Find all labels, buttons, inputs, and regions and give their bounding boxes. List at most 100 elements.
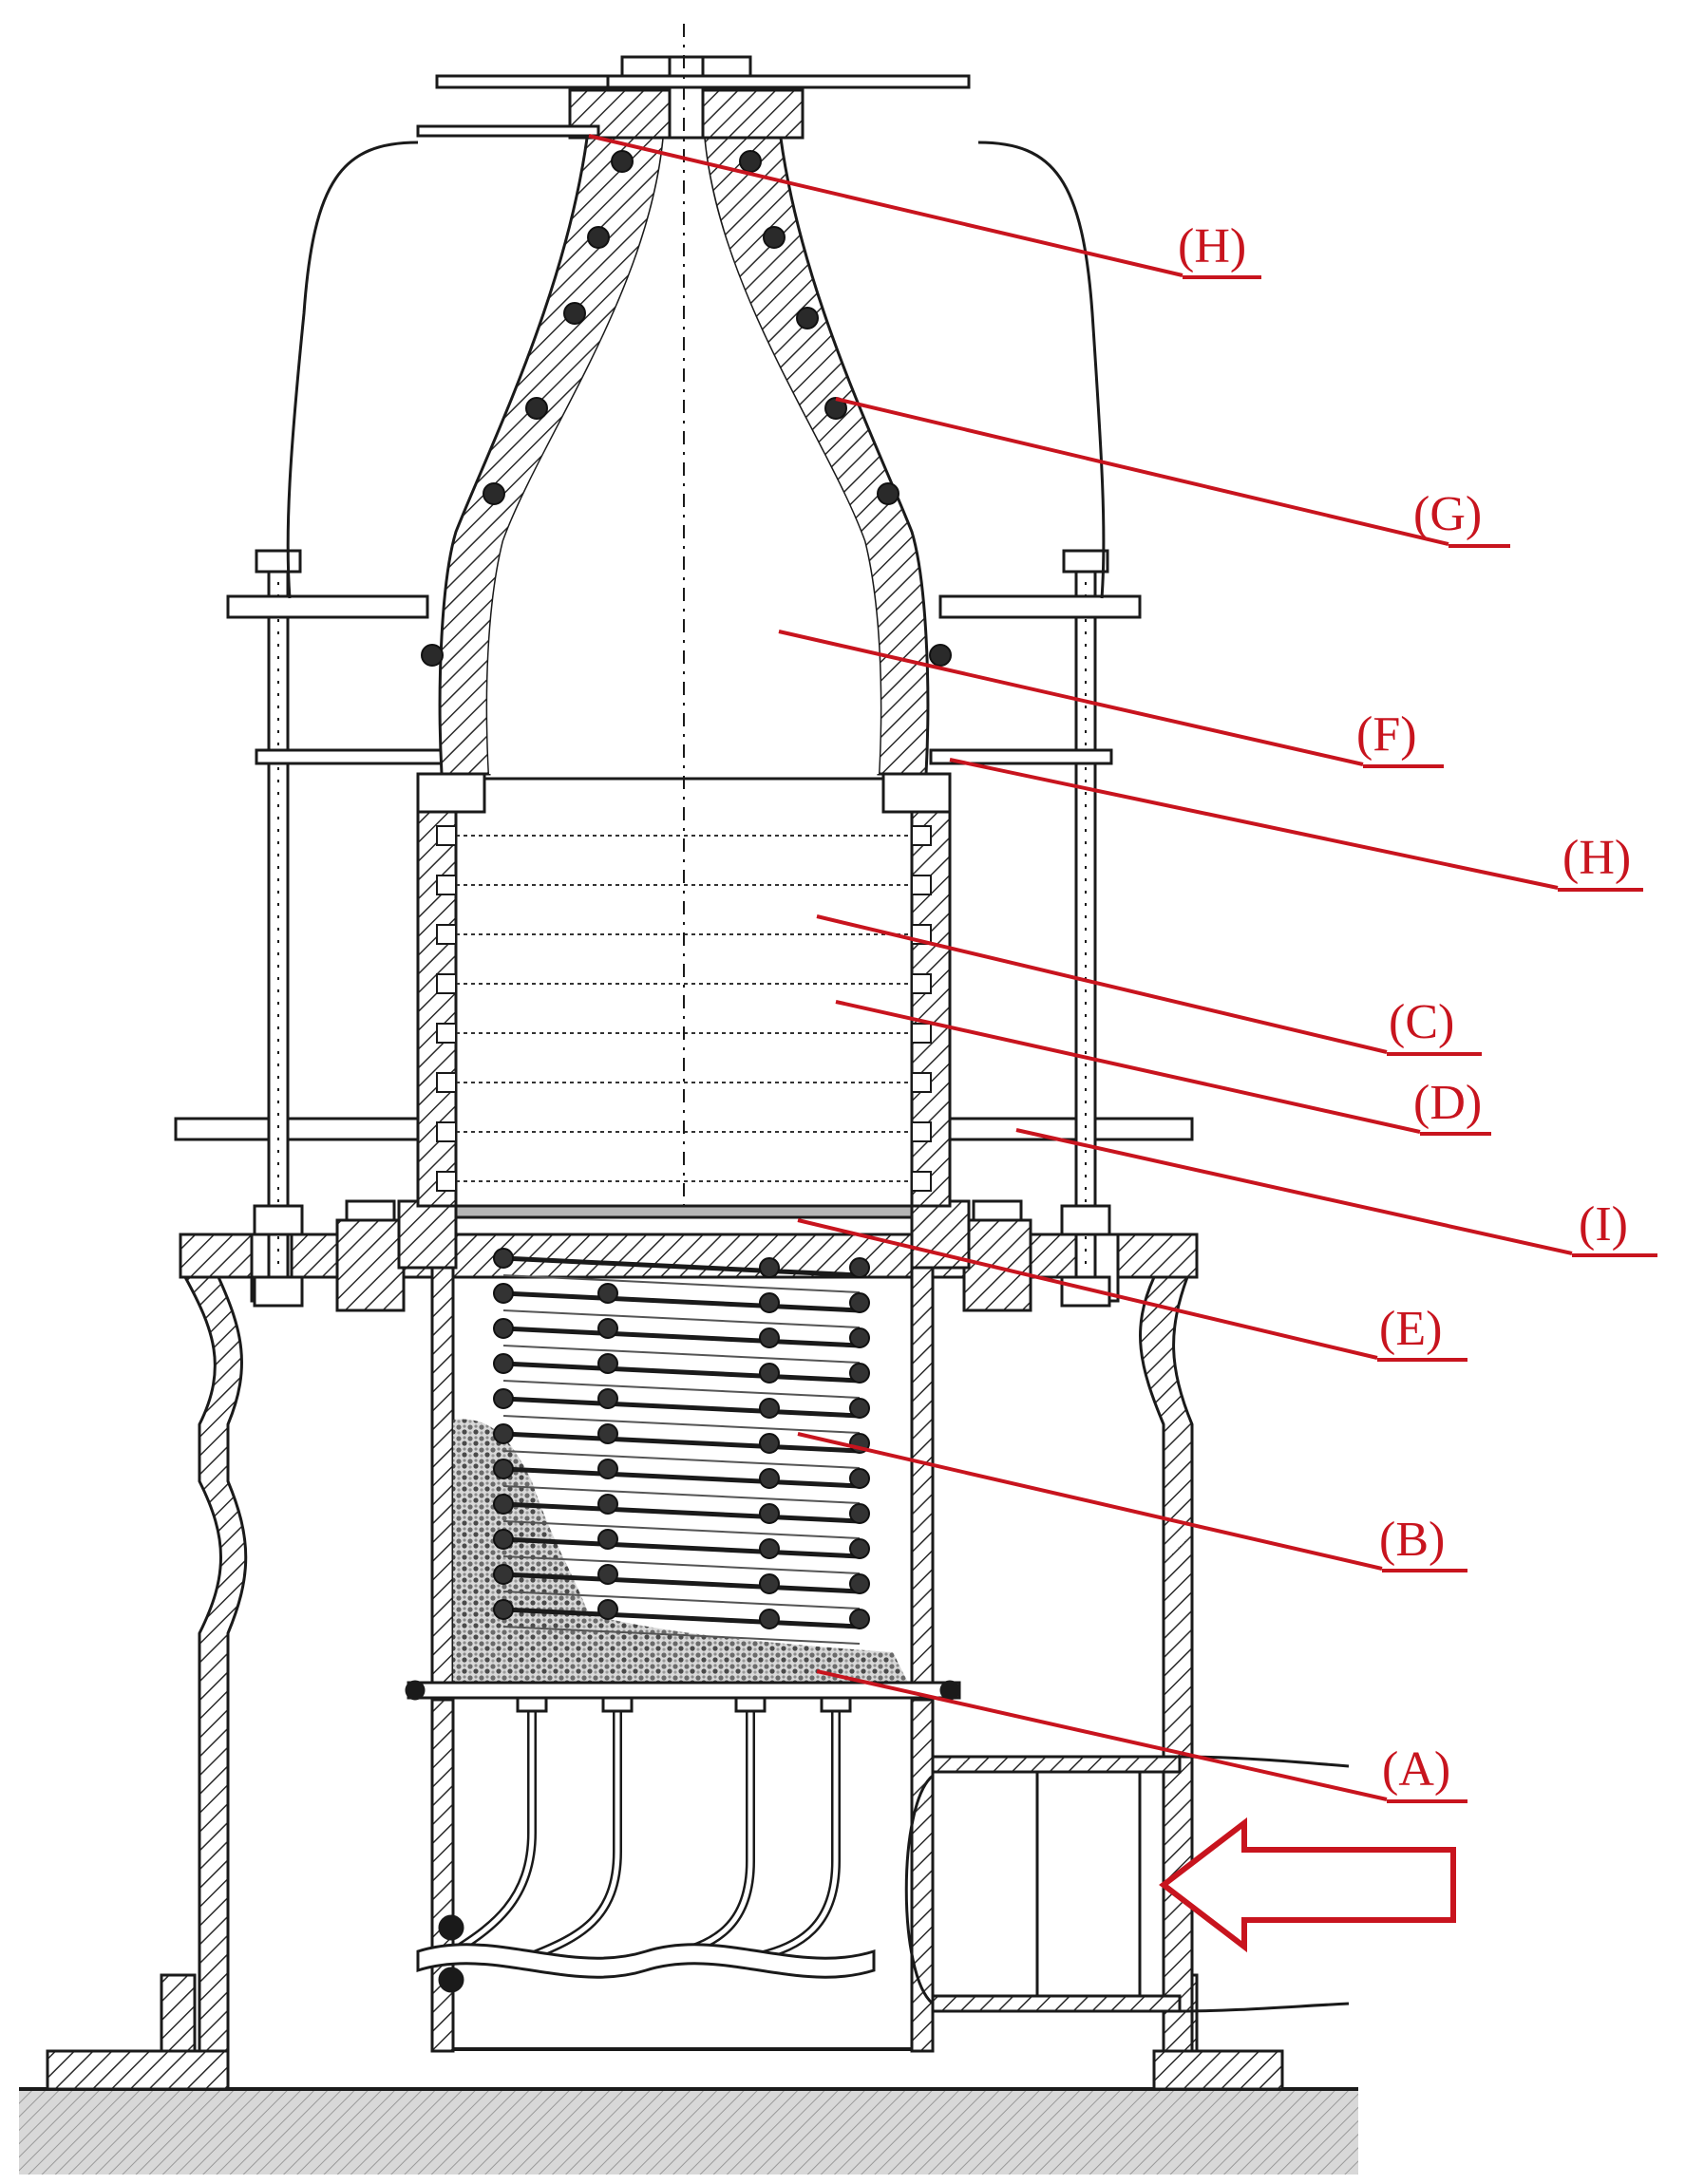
- ring-notch: [911, 1121, 932, 1142]
- coil-tube: [502, 1415, 861, 1434]
- coil-tube: [502, 1501, 861, 1524]
- coil-tube: [502, 1485, 861, 1504]
- label-c: (C): [1389, 995, 1454, 1049]
- annotations: [588, 134, 1657, 1803]
- coil-section: [849, 1503, 870, 1524]
- coil-tube: [502, 1466, 861, 1489]
- coil-tube: [502, 1255, 861, 1278]
- coil-section: [849, 1573, 870, 1594]
- bed-column: [405, 1233, 961, 1702]
- coil-section: [849, 1468, 870, 1489]
- conical-hood: [286, 122, 1106, 776]
- heat-exchange-coils: [493, 1248, 870, 1645]
- coil-tube: [502, 1345, 861, 1364]
- coil-section: [759, 1257, 780, 1278]
- tube-section: [796, 307, 819, 329]
- ring-notch: [911, 973, 932, 994]
- coil-section: [597, 1599, 618, 1620]
- coil-section: [759, 1327, 780, 1348]
- coil-tube: [502, 1555, 861, 1574]
- label-d: (D): [1413, 1076, 1482, 1130]
- coil-section: [493, 1529, 514, 1550]
- coil-section: [493, 1318, 514, 1339]
- label-g: (G): [1413, 487, 1482, 541]
- ring-notch: [436, 973, 457, 994]
- tie-rods: [226, 549, 1142, 1308]
- coil-section: [597, 1564, 618, 1585]
- coil-section: [849, 1292, 870, 1313]
- support-plate: [174, 1117, 1194, 1141]
- coil-section: [759, 1363, 780, 1384]
- coil-tube: [502, 1572, 861, 1594]
- coil-tube: [502, 1450, 861, 1469]
- coil-tube: [502, 1607, 861, 1629]
- inlet-arrow-icon: [1159, 1817, 1456, 1953]
- cooling-tubes: [421, 150, 952, 667]
- coil-section: [597, 1353, 618, 1374]
- ring-notch: [436, 1072, 457, 1093]
- coil-section: [493, 1599, 514, 1620]
- coil-section: [493, 1283, 514, 1304]
- coil-tube: [502, 1326, 861, 1348]
- label-f: (F): [1356, 707, 1417, 762]
- coil-tube: [502, 1431, 861, 1454]
- coil-tube: [502, 1626, 861, 1645]
- tube-section: [563, 302, 586, 325]
- ring-notch: [436, 1171, 457, 1192]
- label-h-mid: (H): [1562, 831, 1631, 885]
- part-labels: (H) (G) (F) (H) (C) (D) (I) (E) (B) (A): [1178, 219, 1631, 1797]
- coil-section: [597, 1423, 618, 1444]
- coil-section: [849, 1257, 870, 1278]
- coil-tube: [502, 1520, 861, 1539]
- coil-section: [849, 1327, 870, 1348]
- coil-section: [493, 1459, 514, 1479]
- tube-section: [877, 482, 899, 505]
- tube-section: [421, 644, 444, 667]
- coil-section: [759, 1433, 780, 1454]
- lower-plenum: [416, 1688, 935, 2053]
- coil-section: [759, 1573, 780, 1594]
- coil-tube: [502, 1274, 861, 1293]
- label-i: (I): [1579, 1197, 1628, 1252]
- coil-section: [493, 1248, 514, 1269]
- coil-section: [493, 1353, 514, 1374]
- coil-section: [493, 1494, 514, 1515]
- ring-notch: [911, 825, 932, 846]
- ring-notch: [911, 1023, 932, 1044]
- ring-notch: [436, 825, 457, 846]
- coil-tube: [502, 1309, 861, 1328]
- coil-tube: [502, 1290, 861, 1313]
- tube-section: [525, 397, 548, 420]
- coil-section: [849, 1538, 870, 1559]
- ring-notch: [436, 924, 457, 945]
- coil-section: [759, 1292, 780, 1313]
- coil-section: [493, 1388, 514, 1409]
- coil-tube: [502, 1536, 861, 1559]
- label-h-top: (H): [1178, 219, 1246, 273]
- coil-section: [849, 1363, 870, 1384]
- label-b: (B): [1379, 1513, 1445, 1567]
- top-header: [416, 55, 971, 140]
- tube-section: [483, 482, 505, 505]
- tube-section: [587, 226, 610, 249]
- coil-section: [759, 1468, 780, 1489]
- coil-section: [597, 1388, 618, 1409]
- ring-notch: [911, 1072, 932, 1093]
- coil-section: [849, 1398, 870, 1419]
- ring-notch: [436, 1023, 457, 1044]
- ring-notch: [436, 875, 457, 895]
- coil-section: [597, 1283, 618, 1304]
- ring-notch: [911, 1171, 932, 1192]
- coil-section: [849, 1609, 870, 1629]
- label-a: (A): [1382, 1742, 1450, 1797]
- coil-section: [759, 1538, 780, 1559]
- ground: [19, 2087, 1358, 2175]
- coil-section: [759, 1398, 780, 1419]
- tube-section: [739, 150, 762, 173]
- coil-section: [493, 1423, 514, 1444]
- coil-section: [759, 1503, 780, 1524]
- ring-notch: [911, 875, 932, 895]
- coil-section: [597, 1494, 618, 1515]
